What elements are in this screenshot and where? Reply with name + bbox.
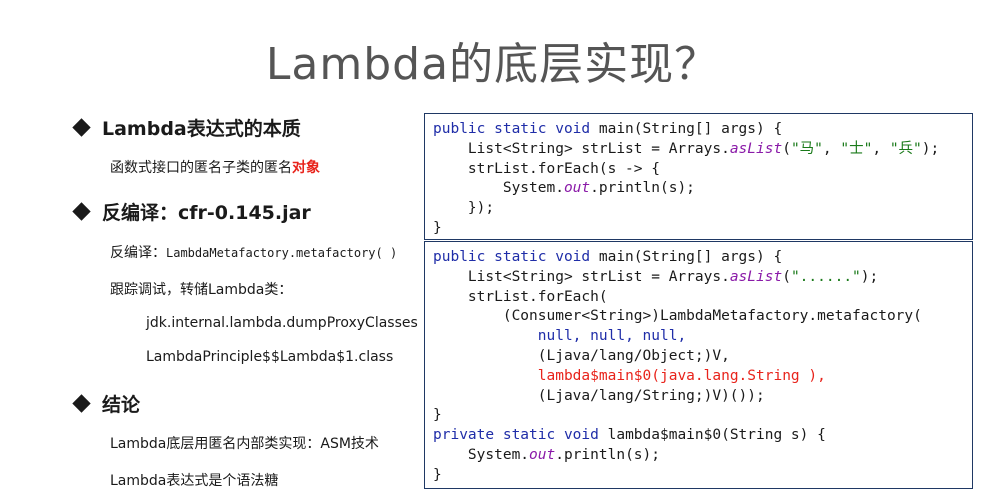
code-box-decompiled: public static void main(String[] args) {… — [424, 241, 973, 489]
essence-text: 函数式接口的匿名子类的匿名 — [110, 160, 292, 176]
diamond-bullet-icon — [72, 394, 91, 413]
code1-line-6: } — [433, 219, 442, 236]
bullet-decompile: 反编译：cfr-0.145.jar — [72, 198, 311, 225]
code-text: ); — [921, 140, 940, 157]
code-text: List<String> strList = Arrays. — [433, 268, 730, 285]
code-text — [433, 368, 538, 384]
code2-line-5: null, null, null, — [433, 327, 972, 347]
decompile-line-2: 跟踪调试，转储Lambda类： — [110, 282, 293, 298]
code-italic: asList — [729, 140, 783, 157]
code1-line-5: }); — [433, 200, 495, 217]
code-text: main(String[] args) { — [590, 121, 783, 137]
code-text: lambda$main$0(String s) { — [598, 427, 826, 444]
code-string: "......" — [790, 268, 861, 285]
code-keyword: private static void — [433, 427, 599, 444]
decompile-code: LambdaMetafactory.metafactory( ) — [166, 246, 398, 260]
essence-highlight: 对象 — [292, 160, 320, 176]
bullet-decompile-label: 反编译：cfr-0.145.jar — [102, 202, 311, 224]
code-text: , — [872, 140, 890, 157]
code1-line-3: strList.forEach(s -> { — [433, 160, 660, 177]
bullet-essence-label: Lambda表达式的本质 — [102, 118, 301, 140]
bullet-essence: Lambda表达式的本质 — [72, 114, 301, 141]
code2-line-2: List<String> strList = Arrays.asList("..… — [433, 268, 972, 288]
code2-line-6: (Ljava/lang/Object;)V, — [433, 347, 730, 364]
slide-title: Lambda的底层实现？ — [265, 39, 720, 90]
code2-line-9: } — [433, 407, 442, 424]
code-text — [433, 328, 538, 344]
essence-description: 函数式接口的匿名子类的匿名对象 — [110, 157, 320, 177]
code-box-original: public static void main(String[] args) {… — [424, 113, 973, 240]
code2-line-10: private static void lambda$main$0(String… — [433, 426, 972, 446]
diamond-bullet-icon — [72, 118, 91, 137]
code-string: "马" — [790, 140, 823, 157]
code1-line-2: List<String> strList = Arrays.asList("马"… — [433, 140, 972, 160]
code2-line-3: strList.forEach( — [433, 288, 608, 305]
decompile-line-3: jdk.internal.lambda.dumpProxyClasses — [146, 315, 418, 331]
code-italic: out — [529, 446, 556, 463]
decompile-line-1: 反编译：LambdaMetafactory.metafactory( ) — [110, 242, 397, 262]
code2-line-4: (Consumer<String>)LambdaMetafactory.meta… — [433, 308, 922, 325]
code-text: main(String[] args) { — [590, 249, 783, 265]
code2-line-8: (Ljava/lang/String;)V)()); — [433, 387, 765, 404]
code-keyword: public static void — [433, 121, 591, 137]
code-text: , — [822, 140, 841, 157]
conclusion-line-1: Lambda底层用匿名内部类实现：ASM技术 — [110, 436, 379, 452]
code-highlight: lambda$main$0(java.lang.String ), — [537, 367, 826, 384]
code-keyword: null, null, null, — [537, 328, 687, 345]
code-string: "兵" — [889, 140, 922, 157]
conclusion-line-2: Lambda表达式是个语法糖 — [110, 473, 279, 489]
code-text: System. — [433, 180, 564, 197]
diamond-bullet-icon — [72, 202, 91, 221]
decompile-prefix: 反编译： — [110, 245, 166, 261]
code2-line-1: public static void main(String[] args) { — [433, 248, 972, 268]
code-italic: asList — [729, 268, 783, 285]
code-text: ); — [860, 268, 879, 285]
code-text: ( — [782, 140, 791, 157]
bullet-conclusion: 结论 — [72, 390, 141, 417]
code-keyword: public static void — [433, 249, 591, 265]
code-italic: out — [563, 180, 591, 197]
code-text: System. — [433, 446, 530, 463]
code1-line-4: System.out.println(s); — [433, 179, 972, 199]
code2-line-7: lambda$main$0(java.lang.String ), — [433, 367, 972, 387]
code1-line-1: public static void main(String[] args) { — [433, 120, 972, 140]
decompile-line-4: LambdaPrinciple$$Lambda$1.class — [146, 349, 394, 365]
code2-line-12: } — [433, 466, 442, 483]
code-string: "士" — [840, 140, 873, 157]
code2-line-11: System.out.println(s); — [433, 446, 972, 466]
code-text: List<String> strList = Arrays. — [433, 140, 730, 157]
code-text: ( — [782, 268, 791, 285]
bullet-conclusion-label: 结论 — [102, 394, 141, 416]
code-text: .println(s); — [555, 446, 660, 463]
code-text: .println(s); — [590, 180, 695, 197]
